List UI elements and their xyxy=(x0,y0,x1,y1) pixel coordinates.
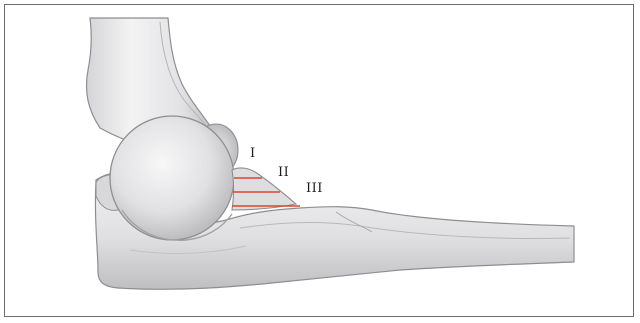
grade-label-3: III xyxy=(306,182,323,195)
grade-label-1: I xyxy=(250,147,256,160)
grade-label-2: II xyxy=(278,166,289,179)
humeral-condyle xyxy=(110,116,234,240)
